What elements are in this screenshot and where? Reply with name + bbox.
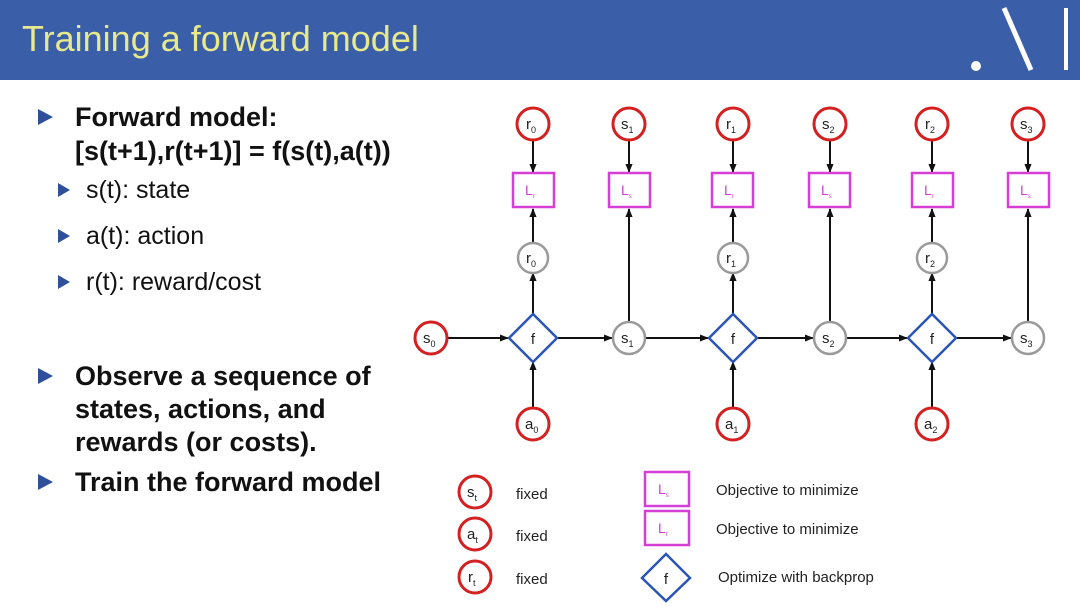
- bullet-list: Forward model: [s(t+1),r(t+1)] = f(s(t),…: [0, 0, 440, 607]
- svg-text:Ls: Ls: [621, 182, 632, 200]
- legend-f: f Optimize with backprop: [640, 552, 874, 603]
- observed-r2-node: r2: [914, 106, 950, 142]
- svg-text:f: f: [731, 331, 736, 348]
- svg-text:s1: s1: [621, 330, 634, 349]
- svg-text:s1: s1: [621, 116, 634, 135]
- svg-text:s3: s3: [1020, 330, 1033, 349]
- svg-text:s2: s2: [822, 330, 835, 349]
- svg-text:f: f: [930, 331, 935, 348]
- predicted-s1-node: s1: [611, 320, 647, 356]
- observed-s2-node: s2: [812, 106, 848, 142]
- loss-box-s1: Ls: [607, 171, 652, 209]
- bullet-arrow-icon: [38, 474, 53, 490]
- action-a0-node: a0: [515, 406, 551, 442]
- bullet-observe-1: Observe a sequence of: [75, 361, 371, 391]
- title-bar: Training a forward model: [0, 0, 1080, 80]
- svg-text:Objective to minimize: Objective to minimize: [716, 482, 859, 499]
- legend-a-fixed: at fixed: [457, 516, 548, 552]
- loss-box-r0: Lr: [511, 171, 556, 209]
- loss-box-r2: Lr: [910, 171, 955, 209]
- loss-boxes: Lr Ls Lr Ls Lr Ls: [511, 171, 1051, 209]
- svg-text:Ls: Ls: [1020, 182, 1031, 200]
- predicted-r1-node: r1: [716, 241, 750, 275]
- svg-text:s3: s3: [1020, 116, 1033, 135]
- observed-r1-node: r1: [715, 106, 751, 142]
- svg-text:r1: r1: [726, 250, 736, 269]
- svg-text:rt: rt: [468, 569, 476, 588]
- top-observed-nodes: r0 s1 r1 s2 r2 s3: [515, 106, 1046, 142]
- svg-text:f: f: [531, 331, 536, 348]
- action-a2-node: a2: [914, 406, 950, 442]
- svg-text:r1: r1: [726, 116, 736, 135]
- bullet-arrow-icon: [38, 109, 53, 125]
- bullet-train: Train the forward model: [75, 467, 382, 497]
- header-decoration-icon: [971, 7, 1068, 71]
- action-nodes: a0 a1 a2: [515, 406, 950, 442]
- legend-loss-r: Lr Objective to minimize: [643, 509, 859, 547]
- svg-text:r0: r0: [526, 250, 536, 269]
- bullet-action: a(t): action: [86, 222, 205, 250]
- svg-text:Ls: Ls: [821, 182, 832, 200]
- observed-s3-node: s3: [1010, 106, 1046, 142]
- predicted-s3-node: s3: [1010, 320, 1046, 356]
- observed-r0-node: r0: [515, 106, 551, 142]
- bullet-observe-2: states, actions, and: [75, 394, 326, 424]
- f-diamond-2: f: [906, 312, 958, 364]
- svg-text:Ls: Ls: [658, 481, 669, 499]
- loss-box-s3: Ls: [1006, 171, 1051, 209]
- sub-bullet-arrow-icon: [58, 183, 70, 197]
- legend-r-fixed: rt fixed: [457, 559, 548, 595]
- bullet-arrow-icon: [38, 368, 53, 384]
- svg-text:r2: r2: [925, 250, 935, 269]
- svg-text:fixed: fixed: [516, 571, 548, 588]
- f-diamond-1: f: [707, 312, 759, 364]
- svg-text:Lr: Lr: [658, 520, 668, 538]
- loss-box-r1: Lr: [710, 171, 755, 209]
- svg-text:s0: s0: [423, 330, 436, 349]
- forward-function-nodes: f f f: [507, 312, 958, 364]
- observed-s1-node: s1: [611, 106, 647, 142]
- svg-text:Objective to minimize: Objective to minimize: [716, 521, 859, 538]
- svg-text:r2: r2: [925, 116, 935, 135]
- predicted-r2-node: r2: [915, 241, 949, 275]
- svg-text:r0: r0: [526, 116, 536, 135]
- loss-box-s2: Ls: [807, 171, 852, 209]
- svg-text:fixed: fixed: [516, 486, 548, 503]
- predicted-r0-node: r0: [516, 241, 550, 275]
- svg-text:s2: s2: [822, 116, 835, 135]
- svg-text:at: at: [467, 526, 478, 545]
- legend: st fixed at fixed rt fixed Ls Objective …: [457, 470, 874, 603]
- diagram-edges: [448, 138, 1032, 408]
- observed-s0-node: s0: [413, 320, 449, 356]
- predicted-reward-nodes: r0 r1 r2: [516, 241, 949, 275]
- legend-loss-s: Ls Objective to minimize: [643, 470, 859, 508]
- svg-text:f: f: [664, 571, 669, 588]
- state-chain-nodes: s0 s1 s2 s3: [413, 320, 1046, 356]
- f-diamond-0: f: [507, 312, 559, 364]
- sub-bullet-arrow-icon: [58, 229, 70, 243]
- predicted-s2-node: s2: [812, 320, 848, 356]
- bullet-forward-model-1: Forward model:: [75, 102, 278, 132]
- svg-text:Lr: Lr: [525, 182, 535, 200]
- svg-text:Lr: Lr: [724, 182, 734, 200]
- svg-text:st: st: [467, 484, 478, 503]
- slide-title: Training a forward model: [22, 18, 419, 59]
- svg-text:a0: a0: [525, 416, 538, 435]
- svg-text:a2: a2: [924, 416, 937, 435]
- svg-text:Optimize with backprop: Optimize with backprop: [718, 569, 874, 586]
- legend-s-fixed: st fixed: [457, 474, 548, 510]
- svg-text:Lr: Lr: [924, 182, 934, 200]
- bullet-reward: r(t): reward/cost: [86, 268, 262, 296]
- svg-text:a1: a1: [725, 416, 738, 435]
- bullet-observe-3: rewards (or costs).: [75, 427, 317, 457]
- action-a1-node: a1: [715, 406, 751, 442]
- svg-text:fixed: fixed: [516, 528, 548, 545]
- bullet-state: s(t): state: [86, 176, 191, 204]
- bullet-forward-model-2: [s(t+1),r(t+1)] = f(s(t),a(t)): [75, 136, 391, 166]
- sub-bullet-arrow-icon: [58, 275, 70, 289]
